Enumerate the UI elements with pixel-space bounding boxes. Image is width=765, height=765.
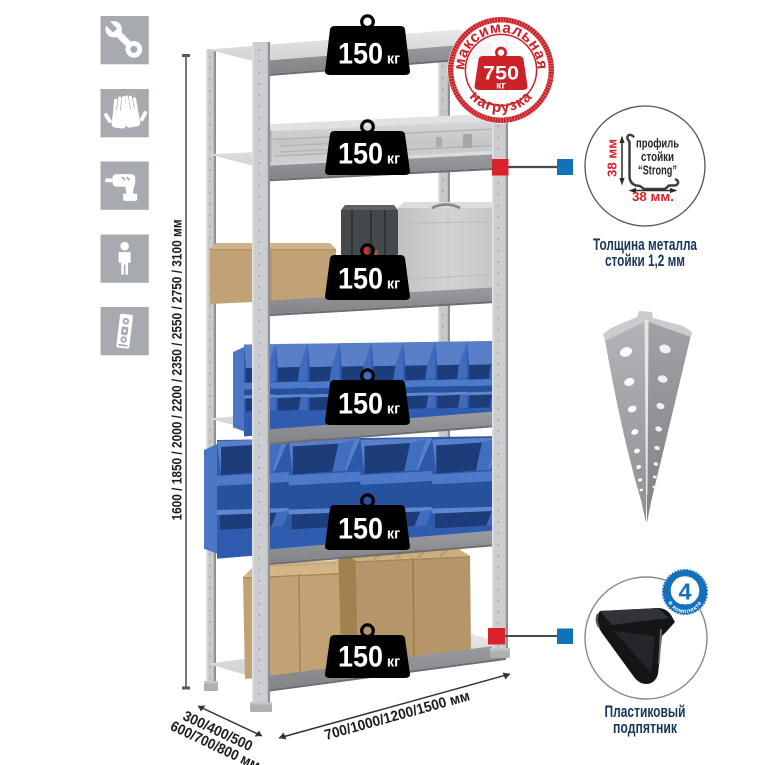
svg-text:150: 150 xyxy=(338,513,383,546)
svg-text:700/1000/1200/1500 мм: 700/1000/1200/1500 мм xyxy=(323,688,472,744)
svg-text:кг: кг xyxy=(387,52,400,68)
svg-text:38 мм.: 38 мм. xyxy=(632,189,674,204)
svg-text:4: 4 xyxy=(678,579,691,605)
svg-text:кг: кг xyxy=(496,80,506,92)
svg-text:кг: кг xyxy=(387,402,400,418)
svg-text:стойки: стойки xyxy=(641,150,674,164)
svg-text:150: 150 xyxy=(338,38,383,71)
svg-text:150: 150 xyxy=(338,388,383,421)
svg-text:150: 150 xyxy=(338,641,383,674)
svg-text:Толщина металла: Толщина металла xyxy=(593,236,698,254)
svg-text:стойки 1,2 мм: стойки 1,2 мм xyxy=(605,252,685,270)
svg-text:“Strong”: “Strong” xyxy=(638,164,677,178)
svg-text:1600 / 1850 / 2000 / 2200 / 23: 1600 / 1850 / 2000 / 2200 / 2350 / 2550 … xyxy=(169,220,185,521)
svg-text:кг: кг xyxy=(387,527,400,543)
svg-text:штуки: штуки xyxy=(678,603,693,608)
svg-text:профиль: профиль xyxy=(636,137,679,151)
svg-text:подпятник: подпятник xyxy=(613,719,678,737)
svg-text:38 мм: 38 мм xyxy=(606,139,620,177)
svg-text:150: 150 xyxy=(338,138,383,171)
svg-text:кг: кг xyxy=(387,152,400,168)
svg-text:750: 750 xyxy=(483,63,519,85)
svg-text:кг: кг xyxy=(387,655,400,671)
svg-text:Пластиковый: Пластиковый xyxy=(605,703,686,721)
svg-text:кг: кг xyxy=(387,277,400,293)
svg-text:150: 150 xyxy=(338,263,383,296)
